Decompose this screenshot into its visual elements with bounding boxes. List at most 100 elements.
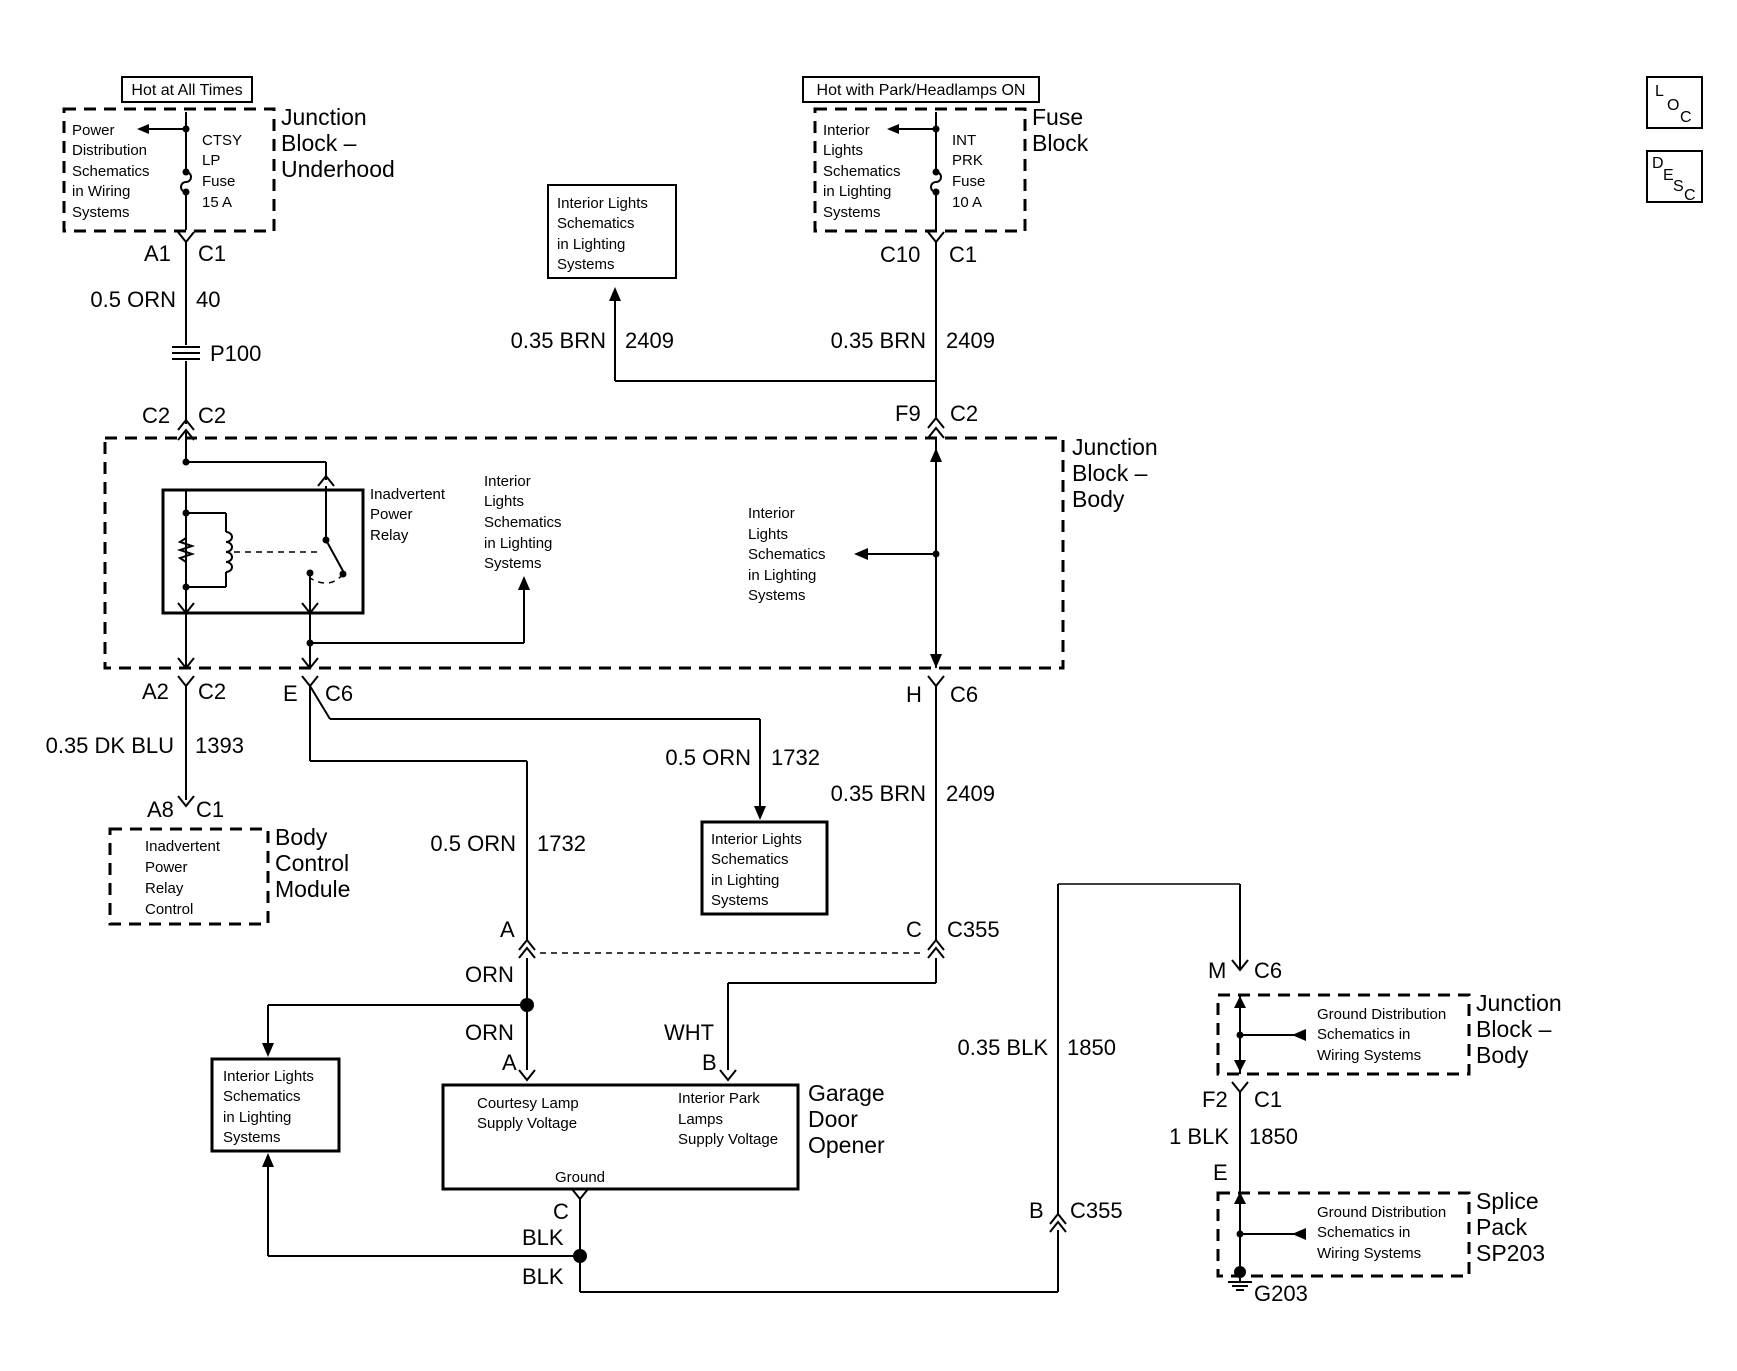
svg-text:Junction: Junction <box>1072 434 1158 460</box>
svg-text:Systems: Systems <box>484 555 542 572</box>
svg-text:Block –: Block – <box>1476 1016 1552 1042</box>
svg-text:O: O <box>1667 97 1679 114</box>
svg-text:Splice: Splice <box>1476 1188 1539 1214</box>
connector-c2-right: C2 <box>198 403 226 428</box>
svg-text:in Lighting: in Lighting <box>223 1109 291 1126</box>
wire-1732-a-circuit: 1732 <box>537 831 586 856</box>
svg-text:PRK: PRK <box>952 152 983 169</box>
svg-text:Schematics: Schematics <box>557 215 635 232</box>
interior-lights-ref-body-right: Interior Lights Schematics in Lighting S… <box>748 505 826 604</box>
connector-c1-fuse: C1 <box>949 242 977 267</box>
svg-text:Inadvertent: Inadvertent <box>145 838 221 855</box>
splice-pack-sp203: Ground Distribution Schematics in Wiring… <box>1216 1185 1545 1278</box>
svg-text:Systems: Systems <box>72 204 130 221</box>
svg-text:Interior Park: Interior Park <box>678 1090 760 1107</box>
connector-g203: G203 <box>1254 1281 1308 1306</box>
svg-text:Inadvertent: Inadvertent <box>370 486 446 503</box>
svg-text:Interior Lights: Interior Lights <box>557 195 648 212</box>
wire-2409-left-circuit: 2409 <box>625 328 674 353</box>
connector-b-c355: B <box>1029 1198 1044 1223</box>
svg-text:Schematics: Schematics <box>711 851 789 868</box>
svg-text:Schematics: Schematics <box>484 514 562 531</box>
svg-text:Power: Power <box>72 122 115 139</box>
desc-icon[interactable]: D E S C <box>1646 150 1703 204</box>
svg-text:Systems: Systems <box>711 892 769 909</box>
connector-c6-h: C6 <box>950 682 978 707</box>
svg-text:Ground: Ground <box>555 1169 605 1186</box>
connector-c6-m: C6 <box>1254 958 1282 983</box>
wire-1732-b-color: 0.5 ORN <box>665 745 751 770</box>
svg-text:Interior: Interior <box>823 122 870 139</box>
wire-1850-b-circuit: 1850 <box>1249 1124 1298 1149</box>
interior-lights-ref-center: Interior Lights Schematics in Lighting S… <box>484 473 562 572</box>
loc-icon[interactable]: L O C <box>1646 76 1703 129</box>
svg-text:Opener: Opener <box>808 1132 885 1158</box>
connector-a8: A8 <box>147 797 174 822</box>
svg-text:D: D <box>1652 155 1664 172</box>
wire-40-color: 0.5 ORN <box>90 287 176 312</box>
svg-text:Interior Lights: Interior Lights <box>223 1068 314 1085</box>
svg-text:Relay: Relay <box>145 880 184 897</box>
svg-text:in Lighting: in Lighting <box>484 535 552 552</box>
interior-lights-ref-top: Interior Lights Schematics in Lighting S… <box>547 184 677 279</box>
connector-e: E <box>283 681 298 706</box>
svg-text:Body: Body <box>1072 486 1125 512</box>
header-hot-park-headlamps: Hot with Park/Headlamps ON <box>802 76 1040 103</box>
svg-text:Fuse: Fuse <box>1032 104 1083 130</box>
connector-c1-top: C1 <box>198 241 226 266</box>
svg-text:INT: INT <box>952 132 976 149</box>
wire-1850-b-color: 1 BLK <box>1169 1124 1229 1149</box>
wire-1393-circuit: 1393 <box>195 733 244 758</box>
svg-text:Lamps: Lamps <box>678 1111 723 1128</box>
connector-c1-f2: C1 <box>1254 1087 1282 1112</box>
svg-text:C: C <box>1684 187 1696 204</box>
header-hot-all-times: Hot at All Times <box>121 76 253 103</box>
svg-text:Body: Body <box>275 824 328 850</box>
svg-text:Block: Block <box>1032 130 1089 156</box>
svg-text:Supply Voltage: Supply Voltage <box>678 1131 778 1148</box>
ground-g203-icon <box>1228 1272 1252 1291</box>
wire-orn-2: ORN <box>465 1020 514 1045</box>
junction-block-body-lower: Ground Distribution Schematics in Wiring… <box>1216 990 1562 1076</box>
fuse-ctsy-lp <box>137 112 192 230</box>
garage-door-opener: Courtesy Lamp Supply Voltage Interior Pa… <box>441 1080 885 1191</box>
wire-1850-color: 0.35 BLK <box>957 1035 1048 1060</box>
wire-40-circuit: 40 <box>196 287 220 312</box>
svg-text:Distribution: Distribution <box>72 142 147 159</box>
svg-text:Schematics: Schematics <box>823 163 901 180</box>
svg-text:in Lighting: in Lighting <box>557 236 625 253</box>
connector-f2: F2 <box>1202 1087 1228 1112</box>
wire-orn-split <box>262 958 536 1082</box>
junction-block-body: Junction Block – Body <box>103 434 1158 670</box>
svg-text:Hot at All Times: Hot at All Times <box>131 82 242 99</box>
svg-text:Body: Body <box>1476 1042 1529 1068</box>
svg-text:Schematics: Schematics <box>223 1088 301 1105</box>
connector-a1: A1 <box>144 241 171 266</box>
wire-2409-main <box>609 231 945 439</box>
connector-c10: C10 <box>880 242 920 267</box>
inadvertent-power-relay: Inadvertent Power Relay <box>161 458 446 615</box>
svg-text:Courtesy Lamp: Courtesy Lamp <box>477 1095 579 1112</box>
svg-text:Wiring Systems: Wiring Systems <box>1317 1245 1421 1262</box>
svg-text:Ground Distribution: Ground Distribution <box>1317 1204 1446 1221</box>
svg-text:Pack: Pack <box>1476 1214 1528 1240</box>
connector-m: M <box>1208 958 1226 983</box>
connector-p100: P100 <box>210 341 261 366</box>
connector-c355: C355 <box>947 917 1000 942</box>
connector-c-gdo: C <box>553 1199 569 1224</box>
svg-text:in Lighting: in Lighting <box>823 183 891 200</box>
connector-f9: F9 <box>895 401 921 426</box>
connector-c2-f9: C2 <box>950 401 978 426</box>
svg-text:Fuse: Fuse <box>952 173 985 190</box>
svg-text:Power: Power <box>145 859 188 876</box>
wire-2409-low-color: 0.35 BRN <box>831 781 926 806</box>
wire-1732-a-color: 0.5 ORN <box>430 831 516 856</box>
svg-text:10 A: 10 A <box>952 194 982 211</box>
interior-lights-ref-mid: Interior Lights Schematics in Lighting S… <box>700 820 829 916</box>
interior-lights-ref-lower: Interior Lights Schematics in Lighting S… <box>210 1057 341 1153</box>
connector-a-gdo: A <box>502 1050 517 1075</box>
wire-2409-low <box>927 675 945 940</box>
relay-output-wires <box>177 576 530 670</box>
svg-text:Systems: Systems <box>748 587 806 604</box>
